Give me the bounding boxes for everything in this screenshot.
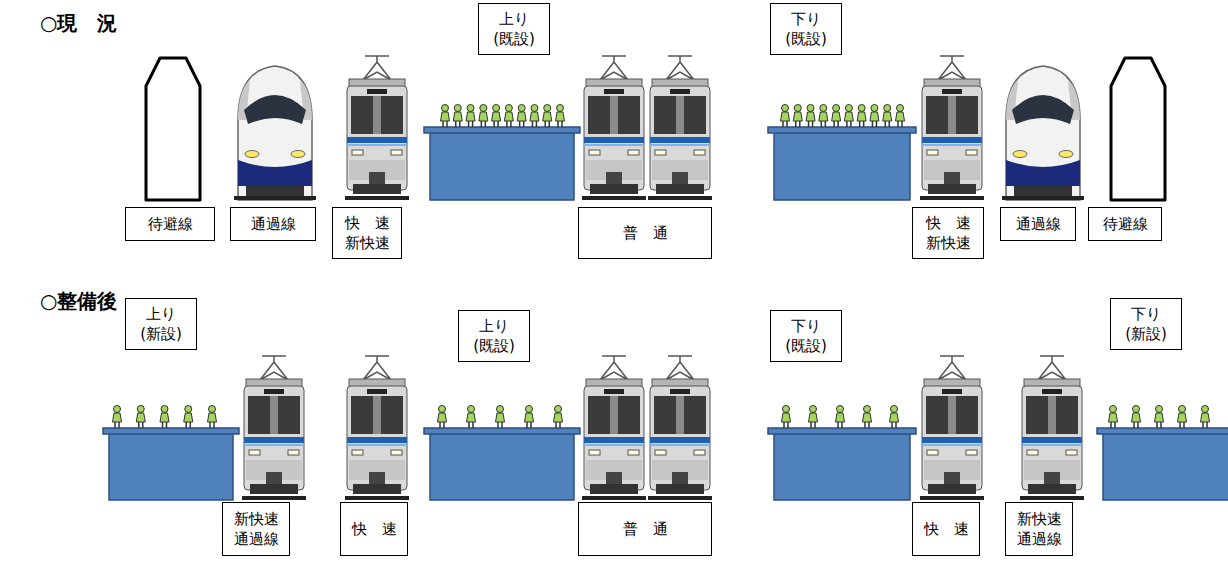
platform-label-box: 上り (既設) xyxy=(458,310,530,362)
commuter-train xyxy=(582,56,646,200)
passenger-figure xyxy=(184,406,193,429)
passenger-figure xyxy=(160,406,169,429)
passenger-figure xyxy=(832,105,841,128)
box-text: 快 速 新快速 xyxy=(917,213,979,254)
passenger-figure xyxy=(467,406,476,429)
passenger-figure xyxy=(844,105,853,128)
passenger-figure xyxy=(517,105,526,128)
box-text: 上り (既設) xyxy=(483,9,545,50)
box-text: 快 速 新快速 xyxy=(337,213,397,254)
passenger-figure xyxy=(809,406,818,429)
passenger-figure xyxy=(1132,406,1141,429)
passenger-figure xyxy=(479,105,488,128)
section-title: ○整備後 xyxy=(40,288,117,315)
passenger-figure xyxy=(1201,406,1210,429)
box-text: 快 速 xyxy=(924,519,969,539)
platform xyxy=(424,127,916,200)
box-text: 普 通 xyxy=(623,223,668,243)
commuter-train xyxy=(345,56,409,200)
box-text: 上り (新設) xyxy=(130,304,192,345)
track-label-box: 待避線 xyxy=(1088,207,1162,241)
track-label-box: 快 速 xyxy=(912,502,980,556)
passenger-figure xyxy=(793,105,802,128)
passenger-figure xyxy=(819,105,828,128)
passenger-figure xyxy=(441,105,450,128)
box-text: 通過線 xyxy=(1016,214,1061,234)
box-text: 待避線 xyxy=(148,214,193,234)
passenger-figure xyxy=(781,105,790,128)
passenger-figure xyxy=(836,406,845,429)
passenger-figure xyxy=(554,406,563,429)
track-label-box: 新快速 通過線 xyxy=(1005,502,1073,556)
passenger-figure xyxy=(113,406,122,429)
passenger-figure xyxy=(857,105,866,128)
platform-label-box: 下り (既設) xyxy=(770,3,842,55)
passenger-figure xyxy=(863,406,872,429)
empty-track-outline xyxy=(1111,58,1165,200)
passenger-figure xyxy=(1109,406,1118,429)
commuter-train xyxy=(920,56,984,200)
express-train xyxy=(234,66,316,200)
passenger-group xyxy=(113,105,1210,429)
commuter-train xyxy=(648,56,712,200)
box-text: 待避線 xyxy=(1103,214,1148,234)
passenger-figure xyxy=(492,105,501,128)
commuter-train xyxy=(582,356,646,500)
track-label-box: 快 速 xyxy=(340,502,408,556)
box-text: 新快速 通過線 xyxy=(1010,509,1068,550)
box-text: 通過線 xyxy=(251,214,296,234)
section-title: ○現 況 xyxy=(40,10,117,37)
box-text: 新快速 通過線 xyxy=(227,509,285,550)
passenger-figure xyxy=(883,105,892,128)
express-train xyxy=(1002,66,1084,200)
passenger-figure xyxy=(890,406,899,429)
platform-label-box: 下り (既設) xyxy=(770,310,842,362)
box-text: 上り (既設) xyxy=(463,316,525,357)
passenger-figure xyxy=(504,105,513,128)
track-label-box: 待避線 xyxy=(125,207,215,241)
track-label-box: 快 速 新快速 xyxy=(332,207,402,259)
commuter-train xyxy=(1020,356,1084,500)
track-label-box: 新快速 通過線 xyxy=(222,502,290,556)
passenger-figure xyxy=(896,105,905,128)
box-text: 下り (既設) xyxy=(775,9,837,50)
platform xyxy=(103,428,1228,500)
commuter-train xyxy=(242,356,306,500)
commuter-train xyxy=(648,356,712,500)
commuter-train xyxy=(920,356,984,500)
passenger-figure xyxy=(453,105,462,128)
passenger-figure xyxy=(525,406,534,429)
passenger-figure xyxy=(806,105,815,128)
passenger-figure xyxy=(556,105,565,128)
passenger-figure xyxy=(782,406,791,429)
passenger-figure xyxy=(496,406,505,429)
commuter-train xyxy=(345,356,409,500)
platform-label-box: 上り (新設) xyxy=(125,298,197,350)
passenger-figure xyxy=(543,105,552,128)
track-label-box: 普 通 xyxy=(578,502,712,556)
passenger-figure xyxy=(438,406,447,429)
box-text: 下り (新設) xyxy=(1115,304,1177,345)
track-label-box: 通過線 xyxy=(230,207,316,241)
track-label-box: 通過線 xyxy=(1000,207,1076,241)
platform-label-box: 下り (新設) xyxy=(1110,298,1182,350)
platform-label-box: 上り (既設) xyxy=(478,3,550,55)
box-text: 普 通 xyxy=(623,519,668,539)
empty-track-outline xyxy=(146,58,200,200)
passenger-figure xyxy=(870,105,879,128)
passenger-figure xyxy=(530,105,539,128)
passenger-figure xyxy=(136,406,145,429)
track-label-box: 普 通 xyxy=(578,207,712,259)
box-text: 快 速 xyxy=(352,519,397,539)
passenger-figure xyxy=(1178,406,1187,429)
passenger-figure xyxy=(466,105,475,128)
passenger-figure xyxy=(208,406,217,429)
passenger-figure xyxy=(1155,406,1164,429)
track-label-box: 快 速 新快速 xyxy=(912,207,984,259)
box-text: 下り (既設) xyxy=(775,316,837,357)
